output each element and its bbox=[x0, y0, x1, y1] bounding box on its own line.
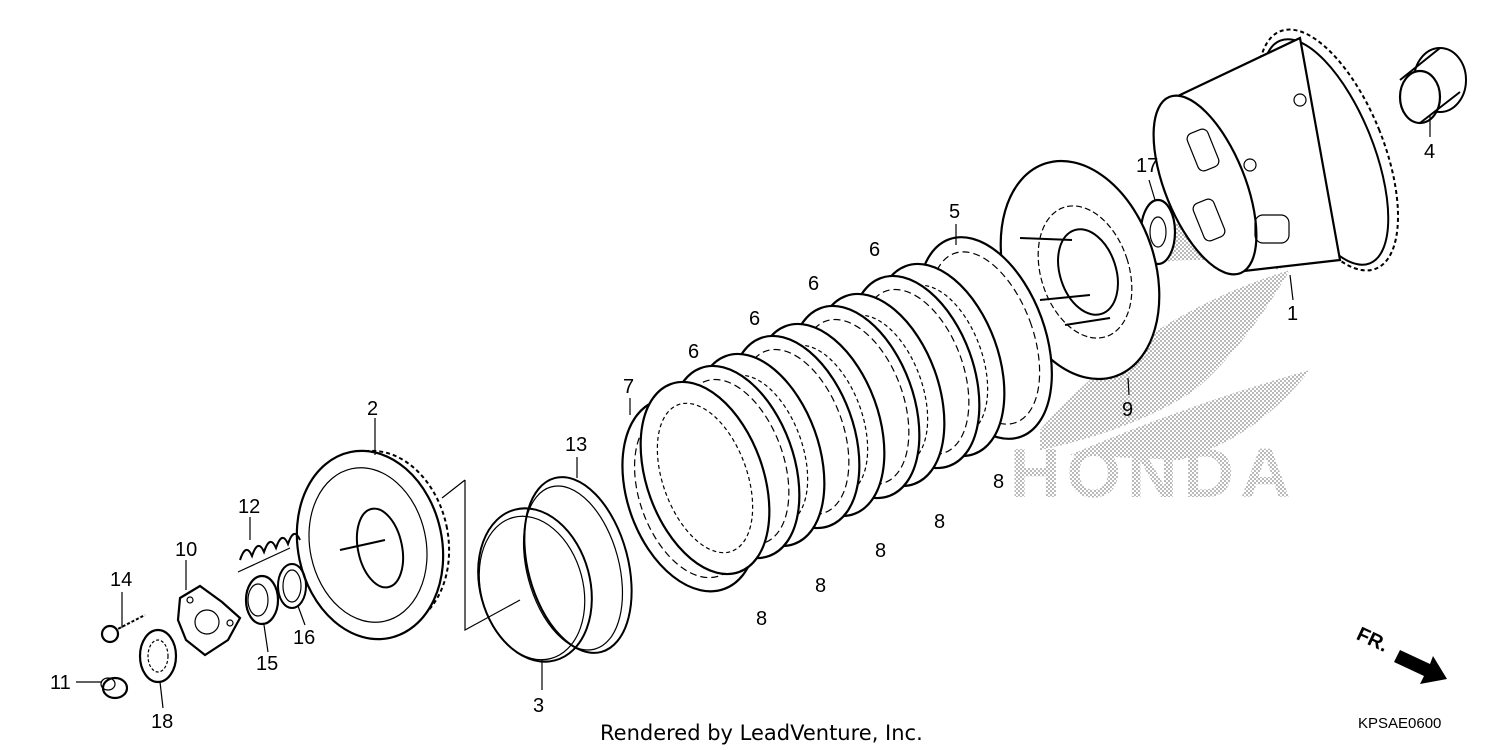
lifter-plate bbox=[176, 584, 242, 657]
callout-15: 15 bbox=[256, 653, 278, 675]
bolt bbox=[100, 614, 146, 644]
callout-6d: 6 bbox=[688, 341, 699, 363]
credit-text: Rendered by LeadVenture, Inc. bbox=[600, 721, 923, 745]
front-direction-arrow bbox=[1394, 650, 1447, 684]
callout-2: 2 bbox=[367, 398, 378, 420]
clutch-spring bbox=[237, 533, 301, 573]
callout-6a: 6 bbox=[869, 239, 880, 261]
diagram-code: KPSAE0600 bbox=[1358, 715, 1441, 732]
callout-18: 18 bbox=[151, 711, 173, 733]
callout-3: 3 bbox=[533, 695, 544, 717]
callout-5: 5 bbox=[949, 201, 960, 223]
callout-6c: 6 bbox=[749, 308, 760, 330]
callout-8e: 8 bbox=[756, 608, 767, 630]
callout-7: 7 bbox=[623, 376, 634, 398]
leader-lines bbox=[76, 115, 1431, 709]
callout-8a: 8 bbox=[993, 471, 1004, 493]
callout-4: 4 bbox=[1424, 141, 1435, 163]
clutch-spring-ring bbox=[441, 479, 593, 663]
callout-12: 12 bbox=[238, 496, 260, 518]
callout-17: 17 bbox=[1136, 155, 1158, 177]
pin bbox=[100, 676, 129, 700]
callout-8d: 8 bbox=[815, 575, 826, 597]
front-direction-label: FR. bbox=[1353, 623, 1391, 657]
clutch-plate-stack bbox=[639, 262, 1006, 576]
callout-8c: 8 bbox=[875, 540, 886, 562]
callout-13: 13 bbox=[565, 434, 587, 456]
callout-16: 16 bbox=[293, 627, 315, 649]
outer-collar bbox=[1398, 47, 1467, 125]
callout-11: 11 bbox=[50, 672, 71, 694]
clutch-plate-inner bbox=[656, 402, 754, 554]
callout-1: 1 bbox=[1287, 303, 1298, 325]
o-ring bbox=[277, 563, 307, 609]
bearing bbox=[138, 628, 178, 684]
callout-labels: 1 2 3 4 5 6 6 6 6 7 8 8 8 8 8 9 10 11 12… bbox=[50, 141, 1435, 733]
callout-9: 9 bbox=[1122, 399, 1133, 421]
clutch-center bbox=[295, 449, 451, 641]
wire-ring bbox=[522, 476, 633, 654]
callout-6b: 6 bbox=[808, 273, 819, 295]
callout-14: 14 bbox=[110, 569, 132, 591]
honda-watermark-text: HONDA bbox=[1010, 434, 1297, 512]
callout-10: 10 bbox=[175, 539, 197, 561]
clutch-outer-housing bbox=[1152, 28, 1399, 276]
clutch-plate bbox=[639, 380, 771, 576]
lifter-piece bbox=[244, 574, 280, 626]
callout-8b: 8 bbox=[934, 511, 945, 533]
